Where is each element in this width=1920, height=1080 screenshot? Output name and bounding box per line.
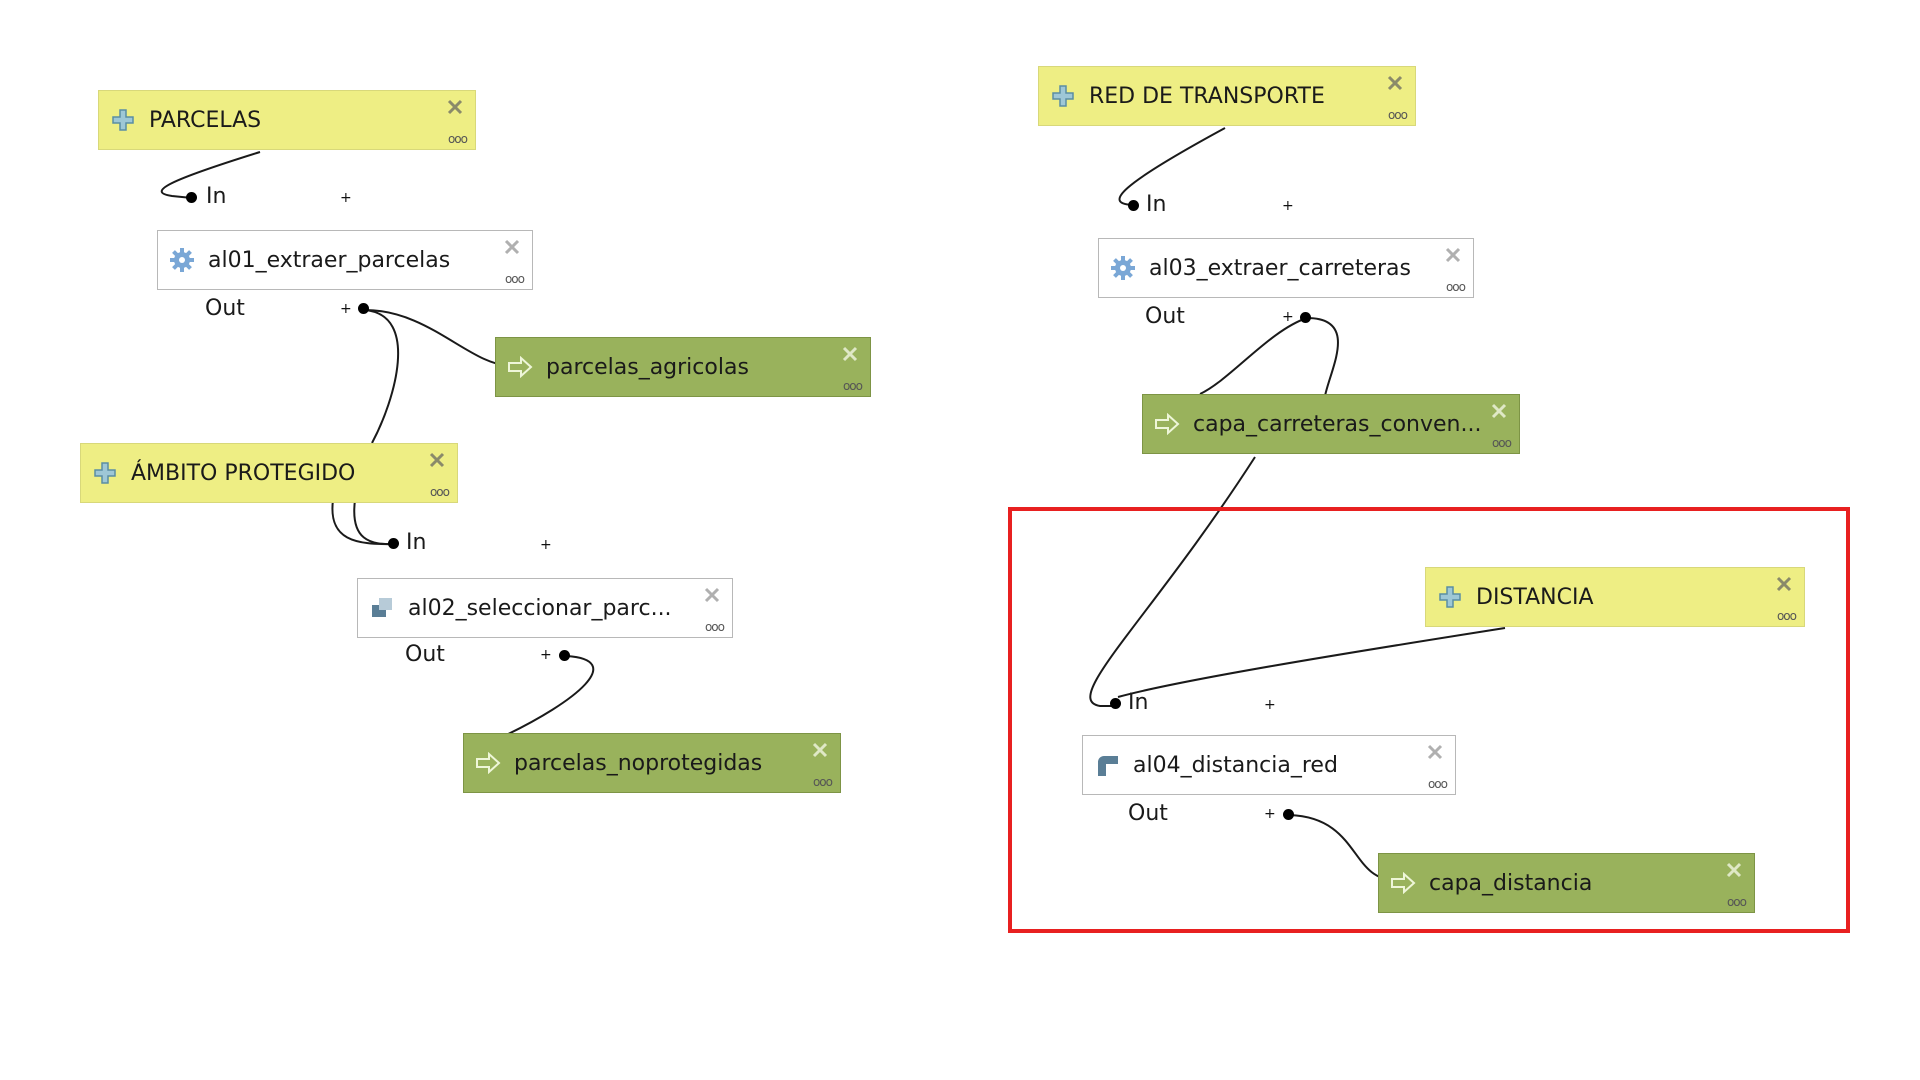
more-icon[interactable]: ooo bbox=[1445, 280, 1466, 294]
highlight-frame bbox=[1008, 507, 1850, 933]
link-al03-carreteras-a bbox=[1306, 317, 1339, 397]
arrow-right-icon bbox=[474, 749, 502, 777]
parameter-icon bbox=[1436, 583, 1464, 611]
port-dot[interactable] bbox=[559, 650, 570, 661]
add-output-button[interactable]: + bbox=[540, 647, 552, 663]
algorithm-node-al02[interactable]: al02_seleccionar_parc... ooo bbox=[357, 578, 733, 638]
output-node-parcelas-agricolas[interactable]: parcelas_agricolas ooo bbox=[495, 337, 871, 397]
more-icon[interactable]: ooo bbox=[812, 775, 833, 789]
link-red-al03 bbox=[1118, 127, 1226, 206]
node-label: al03_extraer_carreteras bbox=[1149, 255, 1411, 281]
more-icon[interactable]: ooo bbox=[447, 132, 468, 146]
input-node-ambito-protegido[interactable]: ÁMBITO PROTEGIDO ooo bbox=[80, 443, 458, 503]
port-out-label: Out bbox=[1128, 801, 1168, 826]
delete-icon[interactable] bbox=[502, 237, 522, 257]
port-out-label: Out bbox=[205, 296, 245, 321]
arrow-right-icon bbox=[506, 353, 534, 381]
link-distancia-al04 bbox=[1117, 627, 1506, 698]
node-label: al04_distancia_red bbox=[1133, 752, 1338, 778]
port-out-label: Out bbox=[1145, 304, 1185, 329]
delete-icon[interactable] bbox=[702, 585, 722, 605]
delete-icon[interactable] bbox=[427, 450, 447, 470]
more-icon[interactable]: ooo bbox=[504, 272, 525, 286]
port-out-label: Out bbox=[405, 642, 445, 667]
node-label: al01_extraer_parcelas bbox=[208, 247, 451, 273]
delete-icon[interactable] bbox=[1385, 73, 1405, 93]
node-label: PARCELAS bbox=[149, 107, 262, 133]
add-input-button[interactable]: + bbox=[340, 190, 352, 206]
link-parcelas-al01 bbox=[160, 151, 261, 199]
output-node-capa-distancia[interactable]: capa_distancia ooo bbox=[1378, 853, 1755, 913]
port-dot[interactable] bbox=[358, 303, 369, 314]
more-icon[interactable]: ooo bbox=[1776, 609, 1797, 623]
more-icon[interactable]: ooo bbox=[1726, 895, 1747, 909]
more-icon[interactable]: ooo bbox=[1491, 436, 1512, 450]
delete-icon[interactable] bbox=[1443, 245, 1463, 265]
node-label: al02_seleccionar_parc... bbox=[408, 595, 672, 621]
delete-icon[interactable] bbox=[1724, 860, 1744, 880]
arrow-right-icon bbox=[1389, 869, 1417, 897]
link-al03-carreteras-b bbox=[1199, 317, 1308, 395]
output-node-parcelas-noprotegidas[interactable]: parcelas_noprotegidas ooo bbox=[463, 733, 841, 793]
add-output-button[interactable]: + bbox=[1282, 309, 1294, 325]
delete-icon[interactable] bbox=[840, 344, 860, 364]
add-input-button[interactable]: + bbox=[540, 537, 552, 553]
port-in-label: In bbox=[1146, 192, 1167, 217]
node-label: capa_carreteras_conven... bbox=[1193, 411, 1482, 437]
output-node-capa-carreteras[interactable]: capa_carreteras_conven... ooo bbox=[1142, 394, 1520, 454]
link-carreteras-al04 bbox=[1089, 456, 1256, 707]
port-in-label: In bbox=[406, 530, 427, 555]
link-ambito-al02-b bbox=[353, 499, 396, 546]
add-input-button[interactable]: + bbox=[1282, 198, 1294, 214]
link-al02-noprotegidas bbox=[499, 655, 595, 739]
delete-icon[interactable] bbox=[1774, 574, 1794, 594]
add-output-button[interactable]: + bbox=[1264, 806, 1276, 822]
input-node-parcelas[interactable]: PARCELAS ooo bbox=[98, 90, 476, 150]
arrow-right-icon bbox=[1153, 410, 1181, 438]
port-dot[interactable] bbox=[1128, 200, 1139, 211]
gear-icon bbox=[1109, 254, 1137, 282]
raster-distance-icon bbox=[1093, 751, 1121, 779]
algorithm-node-al01[interactable]: al01_extraer_parcelas ooo bbox=[157, 230, 533, 290]
input-node-red-de-transporte[interactable]: RED DE TRANSPORTE ooo bbox=[1038, 66, 1416, 126]
node-label: ÁMBITO PROTEGIDO bbox=[131, 460, 356, 486]
algorithm-node-al03[interactable]: al03_extraer_carreteras ooo bbox=[1098, 238, 1474, 298]
port-dot[interactable] bbox=[1300, 312, 1311, 323]
parameter-icon bbox=[109, 106, 137, 134]
link-al01-ambito bbox=[364, 309, 400, 444]
delete-icon[interactable] bbox=[445, 97, 465, 117]
more-icon[interactable]: ooo bbox=[429, 485, 450, 499]
parameter-icon bbox=[91, 459, 119, 487]
algorithm-node-al04[interactable]: al04_distancia_red ooo bbox=[1082, 735, 1456, 795]
input-node-distancia[interactable]: DISTANCIA ooo bbox=[1425, 567, 1805, 627]
more-icon[interactable]: ooo bbox=[842, 379, 863, 393]
node-label: RED DE TRANSPORTE bbox=[1089, 83, 1325, 109]
port-dot[interactable] bbox=[1110, 698, 1121, 709]
parameter-icon bbox=[1049, 82, 1077, 110]
port-dot[interactable] bbox=[186, 192, 197, 203]
more-icon[interactable]: ooo bbox=[704, 620, 725, 634]
gear-icon bbox=[168, 246, 196, 274]
port-dot[interactable] bbox=[388, 538, 399, 549]
node-label: parcelas_noprotegidas bbox=[514, 750, 763, 776]
delete-icon[interactable] bbox=[1425, 742, 1445, 762]
node-label: DISTANCIA bbox=[1476, 584, 1594, 610]
node-label: capa_distancia bbox=[1429, 870, 1593, 896]
more-icon[interactable]: ooo bbox=[1387, 108, 1408, 122]
add-output-button[interactable]: + bbox=[340, 301, 352, 317]
delete-icon[interactable] bbox=[1489, 401, 1509, 421]
port-in-label: In bbox=[1128, 690, 1149, 715]
delete-icon[interactable] bbox=[810, 740, 830, 760]
port-dot[interactable] bbox=[1283, 809, 1294, 820]
more-icon[interactable]: ooo bbox=[1427, 777, 1448, 791]
port-in-label: In bbox=[206, 184, 227, 209]
add-input-button[interactable]: + bbox=[1264, 697, 1276, 713]
vector-select-icon bbox=[368, 594, 396, 622]
node-label: parcelas_agricolas bbox=[546, 354, 749, 380]
